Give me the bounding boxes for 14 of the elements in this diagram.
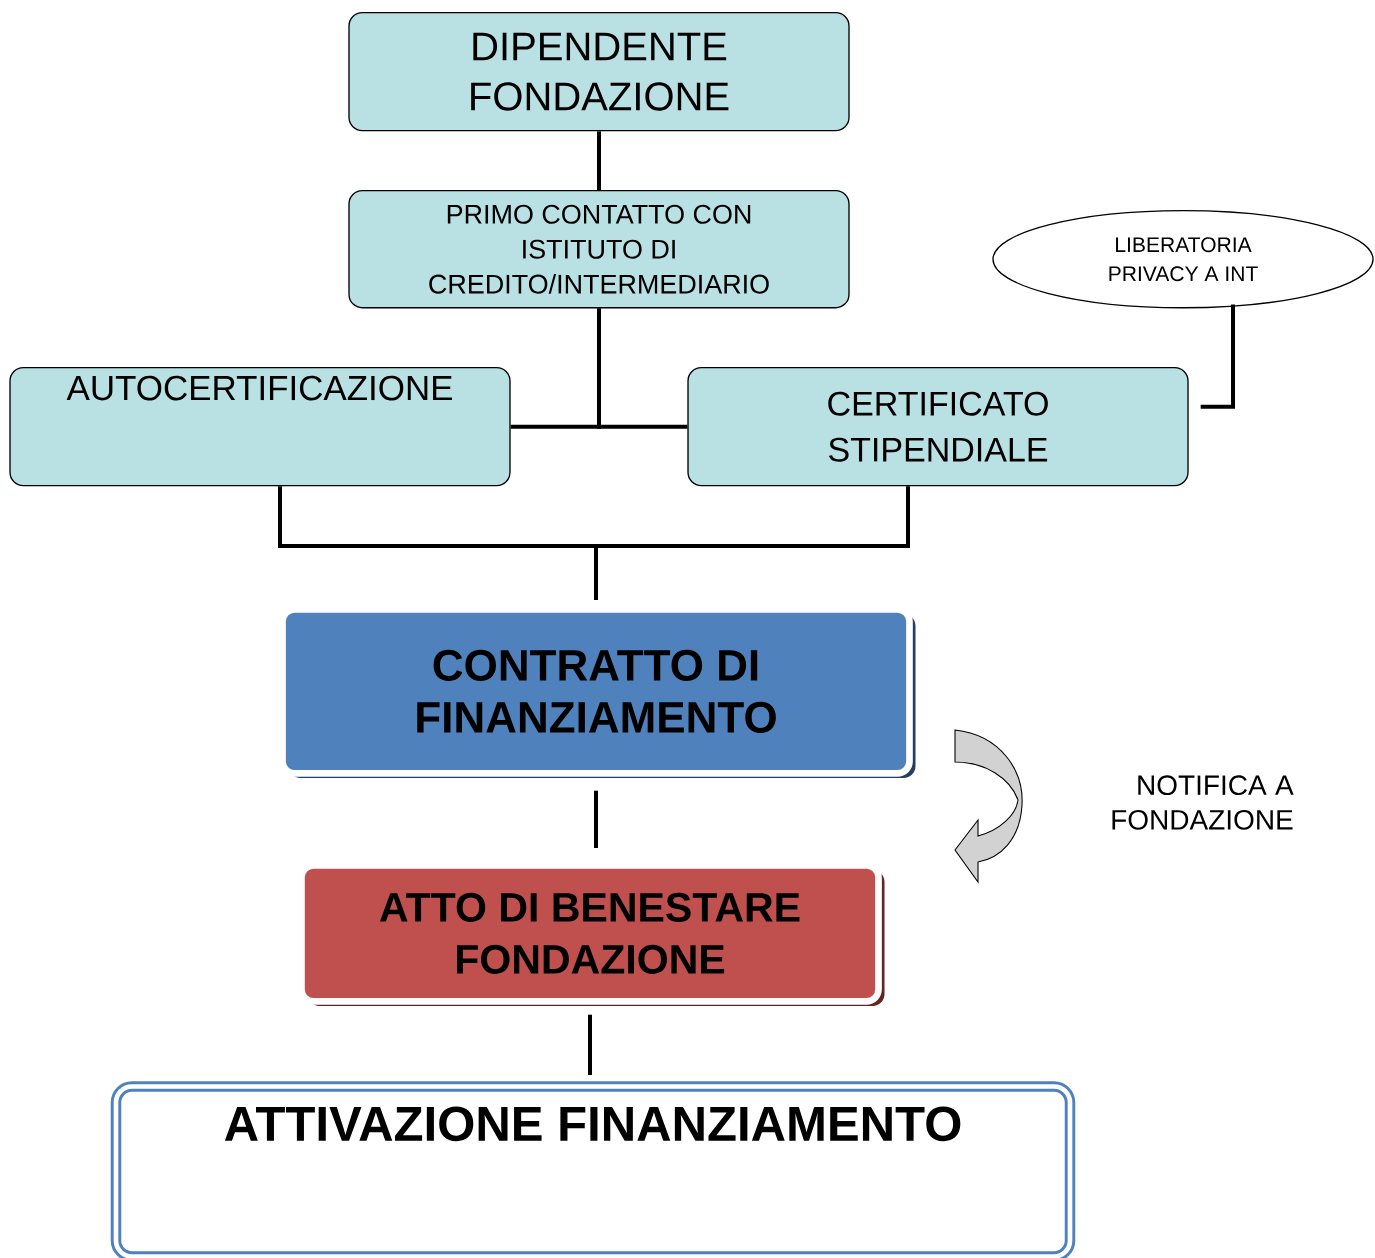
process-box: CONTRATTO DI FINANZIAMENTO xyxy=(279,606,916,778)
process-box: DIPENDENTE FONDAZIONE xyxy=(348,12,850,132)
connector-line xyxy=(1200,304,1235,409)
process-box: AUTOCERTIFICAZIONE xyxy=(9,367,511,487)
process-box: CERTIFICATO STIPENDIALE xyxy=(687,367,1189,487)
note-text: NOTIFICA A FONDAZIONE xyxy=(1112,775,1294,830)
process-box: ATTO DI BENESTARE FONDAZIONE xyxy=(298,862,885,1006)
process-box: PRIMO CONTATTO CON ISTITUTO DI CREDITO/INTERMEDIARIO xyxy=(348,190,850,309)
connector-line xyxy=(597,131,601,190)
process-box: ATTIVAZIONE FINANZIAMENTO xyxy=(110,1081,1076,1258)
connector-line xyxy=(588,1014,592,1075)
connector-line xyxy=(594,486,910,600)
connector-line xyxy=(597,308,688,429)
connector-line xyxy=(594,790,598,848)
